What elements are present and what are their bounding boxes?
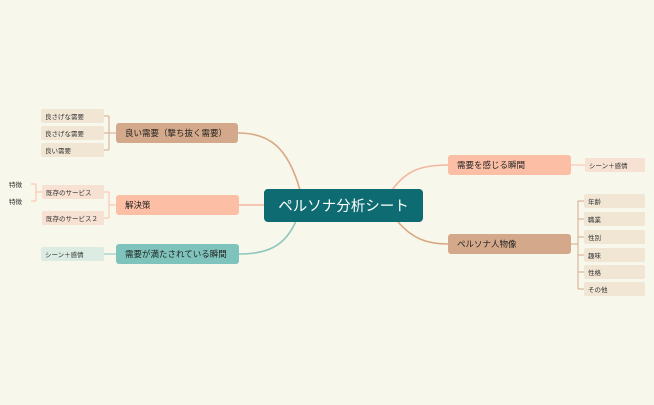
persona-child-age[interactable]: 年齢 bbox=[584, 194, 645, 208]
solution-child-1[interactable]: 既存のサービス bbox=[42, 185, 104, 199]
good-needs-child-3[interactable]: 良い需要 bbox=[41, 143, 104, 157]
bracket-features bbox=[31, 183, 42, 202]
bracket-solution bbox=[104, 191, 116, 219]
branch-persona[interactable]: ペルソナ人物像 bbox=[448, 234, 571, 254]
persona-child-other[interactable]: その他 bbox=[584, 282, 645, 296]
solution-child-1-label: 既存のサービス bbox=[46, 189, 92, 197]
link-center-satisfied bbox=[238, 220, 297, 255]
bracket-persona bbox=[571, 200, 584, 290]
feel-needs-child-1[interactable]: シーン＋感情 bbox=[585, 158, 645, 172]
persona-child-gender-label: 性別 bbox=[588, 234, 601, 242]
feel-needs-child-1-label: シーン＋感情 bbox=[589, 162, 628, 170]
branch-satisfied[interactable]: 需要が満たされている瞬間 bbox=[116, 244, 239, 264]
satisfied-child-1-label: シーン＋感情 bbox=[45, 251, 84, 259]
persona-child-other-label: その他 bbox=[588, 286, 608, 294]
central-topic[interactable]: ペルソナ分析シート bbox=[264, 189, 423, 222]
persona-child-personality-label: 性格 bbox=[588, 269, 601, 277]
persona-child-job-label: 職業 bbox=[588, 216, 601, 224]
solution-child-2[interactable]: 既存のサービス２ bbox=[42, 211, 104, 225]
persona-child-age-label: 年齢 bbox=[588, 198, 601, 206]
persona-child-job[interactable]: 職業 bbox=[584, 212, 645, 226]
feature-2-label: 特徴 bbox=[9, 198, 22, 206]
feature-1[interactable]: 特徴 bbox=[9, 178, 31, 190]
good-needs-child-2[interactable]: 良さげな需要 bbox=[41, 126, 104, 140]
feature-1-label: 特徴 bbox=[9, 181, 22, 189]
good-needs-child-1-label: 良さげな需要 bbox=[45, 113, 84, 121]
branch-good-needs-label: 良い需要（撃ち抜く需要） bbox=[125, 129, 228, 139]
link-center-feel-needs bbox=[391, 164, 449, 191]
bracket-good-needs bbox=[104, 115, 116, 151]
branch-persona-label: ペルソナ人物像 bbox=[457, 240, 517, 250]
persona-child-gender[interactable]: 性別 bbox=[584, 230, 645, 244]
persona-child-personality[interactable]: 性格 bbox=[584, 265, 645, 279]
branch-good-needs[interactable]: 良い需要（撃ち抜く需要） bbox=[116, 123, 238, 143]
good-needs-child-2-label: 良さげな需要 bbox=[45, 130, 84, 138]
feature-2[interactable]: 特徴 bbox=[9, 195, 31, 207]
branch-satisfied-label: 需要が満たされている瞬間 bbox=[125, 250, 227, 260]
branch-feel-needs[interactable]: 需要を感じる瞬間 bbox=[448, 155, 571, 175]
branch-feel-needs-label: 需要を感じる瞬間 bbox=[457, 161, 526, 171]
branch-solution-label: 解決策 bbox=[125, 201, 151, 211]
link-center-persona bbox=[397, 221, 449, 245]
branch-solution[interactable]: 解決策 bbox=[116, 195, 239, 215]
persona-child-hobby[interactable]: 趣味 bbox=[584, 248, 645, 262]
solution-child-2-label: 既存のサービス２ bbox=[46, 215, 98, 223]
link-center-good-needs bbox=[237, 132, 301, 191]
central-topic-label: ペルソナ分析シート bbox=[278, 199, 409, 215]
good-needs-child-3-label: 良い需要 bbox=[45, 147, 71, 155]
persona-child-hobby-label: 趣味 bbox=[588, 252, 601, 260]
satisfied-child-1[interactable]: シーン＋感情 bbox=[41, 247, 104, 261]
good-needs-child-1[interactable]: 良さげな需要 bbox=[41, 109, 104, 123]
